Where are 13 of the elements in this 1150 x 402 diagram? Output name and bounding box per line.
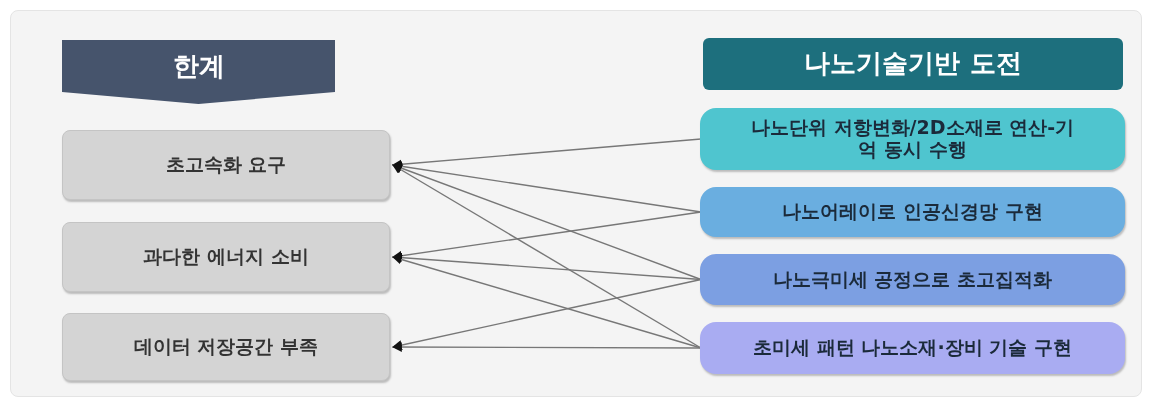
chevron-banner: 한계 [62,40,335,104]
solution-box: 나노어레이로 인공신경망 구현 [700,187,1125,237]
solution-box: 나노극미세 공정으로 초고집적화 [700,254,1125,305]
arrow [392,342,702,352]
solution-box: 초미세 패턴 나노소재·장비 기술 구현 [700,322,1125,374]
arrow [392,278,702,350]
problem-box: 과다한 에너지 소비 [62,222,390,292]
arrow [392,164,702,349]
arrow [392,163,702,281]
solution-box: 나노단위 저항변화/2D소재로 연산-기억 동시 수행 [700,108,1125,170]
problem-box: 초고속화 요구 [62,130,390,200]
problem-box: 데이터 저장공간 부족 [62,313,390,381]
header-banner: 나노기술기반 도전 [703,38,1123,90]
